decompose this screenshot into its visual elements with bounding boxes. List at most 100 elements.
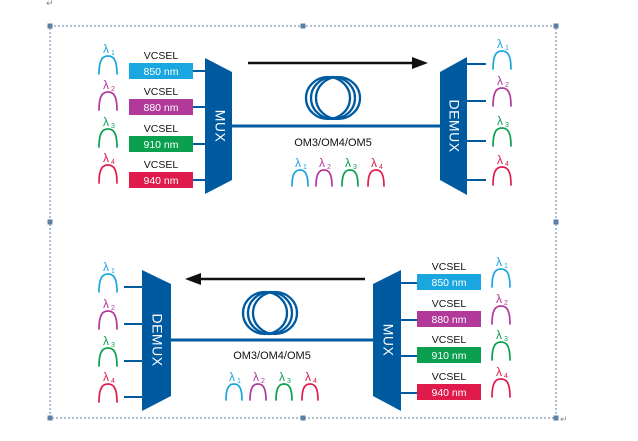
arrow-head	[412, 57, 428, 69]
selection-handle	[553, 219, 559, 225]
selection-handle	[553, 23, 559, 29]
vcsel-label: VCSEL	[144, 159, 179, 171]
lambda-subscript: 4	[111, 378, 115, 385]
lambda-subscript: 3	[287, 378, 291, 385]
lambda-subscript: 1	[303, 164, 307, 171]
wavelength-peak	[249, 383, 267, 401]
mux: MUX	[373, 270, 401, 411]
vcsel-3: VCSEL 910 nm	[129, 123, 193, 152]
demux: DEMUX	[440, 57, 467, 195]
lambda-symbol: λ	[103, 151, 109, 165]
wavelength-peak	[492, 127, 512, 147]
wavelength-peak	[98, 164, 118, 184]
lambda-symbol: λ	[497, 114, 503, 128]
selection-handle	[47, 415, 53, 421]
lambda-subscript: 2	[261, 378, 265, 385]
lambda-subscript: 2	[327, 164, 331, 171]
mux-body	[205, 58, 232, 194]
lambda-subscript: 1	[111, 50, 115, 57]
vcsel-label: VCSEL	[144, 123, 179, 135]
mux-body	[373, 270, 401, 411]
wavelength-peak	[98, 383, 118, 403]
direction-arrow	[248, 57, 428, 69]
wavelength-box	[129, 99, 193, 115]
wavelength-box	[417, 347, 481, 363]
wavelength-peak	[301, 383, 319, 401]
fiber-loop	[309, 75, 357, 121]
lambda-symbol: λ	[103, 115, 109, 129]
demux-body	[440, 57, 467, 195]
selection-handle	[300, 23, 306, 29]
mux-label: MUX	[212, 110, 228, 143]
wavelength-peak	[341, 169, 359, 187]
lambda-subscript: 2	[504, 300, 508, 307]
lambda-symbol: λ	[496, 365, 502, 379]
selection-handle	[300, 415, 306, 421]
vcsel-label: VCSEL	[432, 334, 467, 346]
lambda-subscript: 4	[379, 164, 383, 171]
vcsel-label: VCSEL	[432, 298, 467, 310]
lambda-symbol: λ	[497, 153, 503, 167]
wavelength-peak	[491, 305, 511, 325]
selection-frame	[47, 23, 559, 421]
paragraph-mark: ↵	[46, 0, 54, 8]
wavelength-peak	[275, 383, 293, 401]
wavelength-peak	[492, 166, 512, 186]
lambda-symbol: λ	[103, 260, 109, 274]
lambda-subscript: 1	[505, 45, 509, 52]
vcsel-label: VCSEL	[144, 50, 179, 62]
wavelength-box	[129, 63, 193, 79]
lambda-symbol: λ	[497, 74, 503, 88]
wavelength-box	[129, 136, 193, 152]
wavelength-peak	[315, 169, 333, 187]
wavelength-label: 910 nm	[143, 139, 178, 151]
direction-arrow	[185, 273, 365, 285]
lambda-symbol: λ	[295, 156, 301, 170]
vcsel-label: VCSEL	[432, 261, 467, 273]
lambda-subscript: 3	[111, 342, 115, 349]
demux-body	[142, 270, 171, 411]
wavelength-peak	[225, 383, 243, 401]
wavelength-box	[417, 311, 481, 327]
arrow-head	[185, 273, 201, 285]
lambda-symbol: λ	[103, 334, 109, 348]
lambda-subscript: 1	[237, 378, 241, 385]
lambda-symbol: λ	[103, 297, 109, 311]
wavelength-peak	[98, 128, 118, 148]
demux: DEMUX	[142, 270, 171, 411]
wavelength-label: 910 nm	[431, 350, 466, 362]
wavelength-box	[417, 384, 481, 400]
lambda-subscript: 4	[111, 159, 115, 166]
vcsel-label: VCSEL	[432, 371, 467, 383]
fiber-loop	[241, 290, 289, 336]
lambda-subscript: 3	[111, 123, 115, 130]
wavelength-peak	[491, 268, 511, 288]
lambda-subscript: 3	[353, 164, 357, 171]
lambda-subscript: 1	[111, 268, 115, 275]
lambda-symbol: λ	[345, 156, 351, 170]
mux: MUX	[205, 58, 232, 194]
selection-handle	[47, 219, 53, 225]
lambda-symbol: λ	[103, 78, 109, 92]
fiber-coil-icon	[304, 75, 362, 121]
wavelength-label: 880 nm	[431, 314, 466, 326]
selection-handle	[553, 415, 559, 421]
